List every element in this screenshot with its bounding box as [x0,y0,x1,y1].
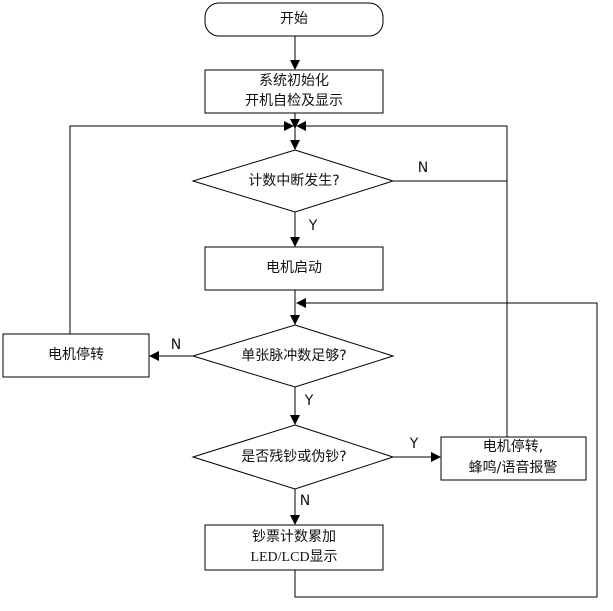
start-label: 开始 [280,11,308,27]
accumulate-box [204,524,384,571]
decision-counterfeit-label: 是否残钞或伪钞? [241,449,347,465]
decision-count-interrupt-label: 计数中断发生? [248,173,340,189]
branch-label-y1: Y [308,218,318,234]
accumulate-label-line1: 钞票计数累加 [252,529,336,545]
init-box [204,69,384,114]
connector-accumulate-loop [294,298,598,598]
motor-start-label: 电机启动 [266,260,322,276]
alarm-label-line2: 蜂鸣/语音报警 [468,460,558,476]
connector-decision1-no-loop [296,121,508,182]
connector-motorstop-loop [69,121,294,334]
motor-start-box [204,246,384,291]
branch-label-y3: Y [409,436,419,452]
alarm-box [440,436,587,481]
motor-stop-label: 电机停转 [48,347,104,363]
accumulate-label-line2: LED/LCD显示 [250,550,338,565]
branch-label-n3: N [299,493,311,509]
init-label-line2: 开机自检及显示 [245,93,343,109]
init-label-line1: 系统初始化 [259,73,329,89]
alarm-label-line1: 电机停转, [482,439,544,455]
branch-label-n1: N [417,160,429,176]
branch-label-y2: Y [304,393,314,409]
motor-stop-box [2,333,150,378]
start-terminal [204,2,384,37]
decision-pulses-label: 单张脉冲数足够? [241,348,347,364]
branch-label-n2: N [170,337,182,353]
